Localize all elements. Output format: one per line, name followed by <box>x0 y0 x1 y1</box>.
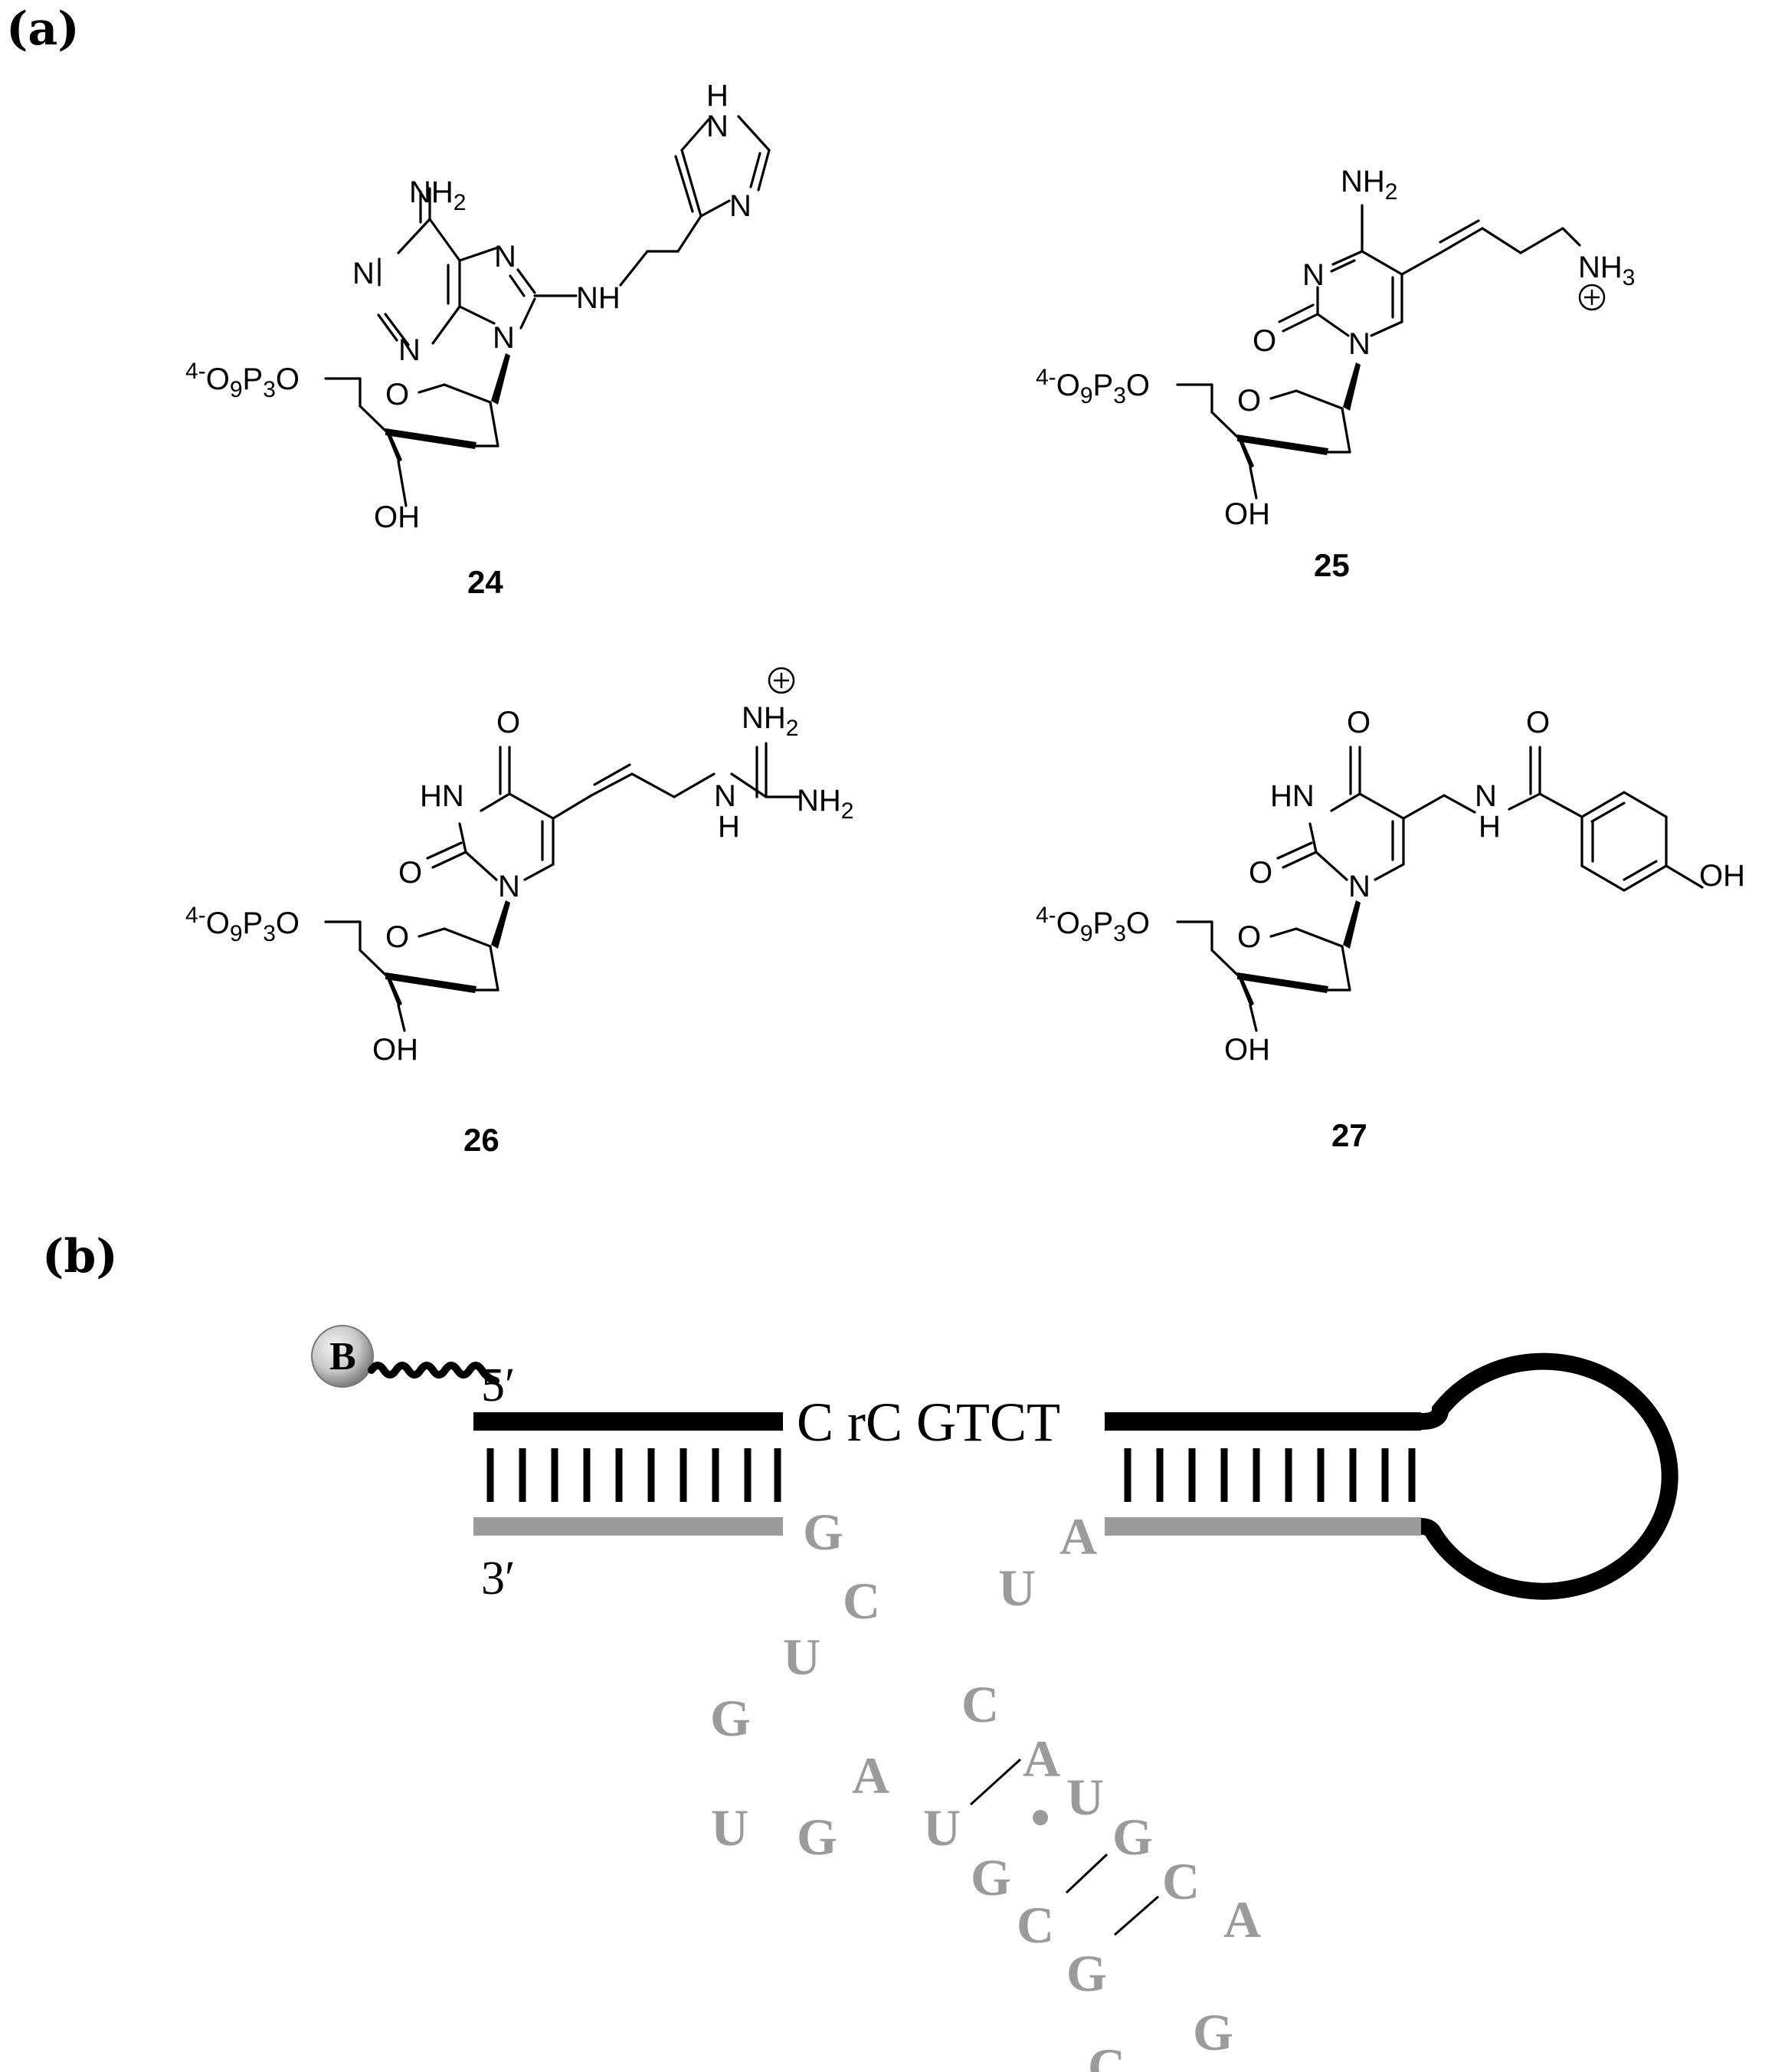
c24-sugar-o-label: O <box>385 378 409 411</box>
rna-base: C <box>1017 1896 1054 1954</box>
c27-sugar-o-label: O <box>1237 920 1261 954</box>
rna-base: G <box>1112 1808 1153 1866</box>
c27-c2-o-label: O <box>1249 856 1272 890</box>
panel-a-label: (a) <box>6 2 80 56</box>
compound-26-structure <box>324 742 802 1032</box>
hairpin-loop <box>1420 1352 1678 1600</box>
compound-24-number: 24 <box>467 564 503 600</box>
compound-25-structure <box>1176 204 1581 500</box>
c24-imidazole-h-label: H <box>706 79 729 113</box>
c25-oh-label: OH <box>1224 497 1270 531</box>
compound-24-structure <box>324 115 771 507</box>
c27-oh-label: OH <box>1224 1033 1270 1067</box>
c26-positive-charge-icon <box>768 667 795 694</box>
compound-25-number: 25 <box>1314 547 1350 583</box>
rna-base: C <box>843 1572 880 1630</box>
c24-n9-label: N <box>493 321 515 355</box>
c25-carbonyl-o-label: O <box>1253 324 1276 358</box>
base-pair-ticks-left <box>486 1448 781 1502</box>
c24-triphosphate-label: 4-O9P3O <box>185 359 300 402</box>
c25-nh2-label: NH2 <box>1341 165 1397 205</box>
linker-coil <box>368 1362 499 1385</box>
c26-hn-label: HN <box>420 779 464 813</box>
rna-base: A <box>1023 1729 1060 1788</box>
bead-label: B <box>329 1335 356 1379</box>
c25-triphosphate-label: 4-O9P3O <box>1036 365 1150 408</box>
five-prime-label: 5′ <box>481 1359 516 1411</box>
c24-nh-label: NH <box>576 281 621 315</box>
c25-n1-label: N <box>1348 327 1371 361</box>
c26-nh-h-label: H <box>718 810 740 844</box>
wobble-pair-dot <box>1033 1810 1048 1825</box>
c24-imidazole-n1-label: N <box>706 110 729 143</box>
rna-base: U <box>711 1798 748 1857</box>
c25-n3-label: N <box>1302 258 1325 292</box>
panel-b-label: (b) <box>42 1230 118 1284</box>
c25-positive-charge-icon <box>1578 284 1606 311</box>
rna-base: G <box>1066 1944 1107 2002</box>
rna-base: U <box>783 1628 820 1686</box>
rna-base: A <box>1059 1507 1097 1565</box>
rna-base: U <box>923 1798 961 1857</box>
c24-n3-label: N <box>398 333 421 367</box>
rna-base: C <box>961 1675 999 1733</box>
c26-nh2-b-label: NH2 <box>797 784 853 824</box>
base-pair-ticks-right <box>1124 1448 1416 1502</box>
c26-oh-label: OH <box>372 1033 418 1067</box>
rna-base: C <box>1162 1852 1200 1910</box>
c27-amide-o-label: O <box>1526 706 1550 739</box>
c27-n1-label: N <box>1348 870 1371 903</box>
c27-triphosphate-label: 4-O9P3O <box>1036 903 1150 946</box>
c24-n7-label: N <box>494 240 516 274</box>
c24-oh-label: OH <box>374 500 420 534</box>
rna-base: G <box>797 1808 837 1866</box>
rna-base: A <box>852 1746 889 1805</box>
c26-n1-label: N <box>498 870 520 903</box>
c25-sugar-o-label: O <box>1237 384 1261 418</box>
dna-loop-sequence: C rC GTCT <box>797 1392 1060 1453</box>
three-prime-label: 3′ <box>481 1552 516 1605</box>
rna-base: C <box>1088 2038 1125 2072</box>
bead-icon <box>311 1325 374 1388</box>
c27-amide-n-label: N <box>1475 779 1497 813</box>
c27-amide-h-label: H <box>1479 810 1501 844</box>
c26-c2-o-label: O <box>398 856 422 890</box>
c24-n1-label: N <box>352 257 375 290</box>
c26-sugar-o-label: O <box>385 920 409 954</box>
c26-nh-n-label: N <box>714 779 736 813</box>
rna-pairing-lines <box>969 1758 1159 1936</box>
c27-c4-o-label: O <box>1347 706 1371 739</box>
rna-base: U <box>1066 1768 1104 1826</box>
rna-base: G <box>971 1848 1011 1906</box>
c27-phenol-oh-label: OH <box>1699 859 1745 893</box>
rna-bases: G C U G U G A U G C G C A U C U A C G A … <box>710 1503 1261 2072</box>
compound-26-number: 26 <box>463 1122 499 1158</box>
rna-base: G <box>710 1689 751 1747</box>
rna-base: A <box>1223 1890 1261 1949</box>
rna-base: G <box>803 1503 843 1561</box>
c26-nh2-a-label: NH2 <box>742 701 798 741</box>
compound-27-number: 27 <box>1331 1117 1367 1153</box>
c25-nh3-label: NH3 <box>1578 251 1635 290</box>
c26-c4-o-label: O <box>496 706 520 739</box>
compound-27-structure <box>1176 746 1704 1032</box>
c27-hn-label: HN <box>1270 779 1315 813</box>
rna-base: U <box>998 1559 1036 1617</box>
c24-imidazole-n3-label: N <box>729 189 752 223</box>
rna-base: G <box>1193 2003 1233 2061</box>
c26-triphosphate-label: 4-O9P3O <box>185 903 300 946</box>
c24-nh2-label: NH2 <box>409 175 466 215</box>
